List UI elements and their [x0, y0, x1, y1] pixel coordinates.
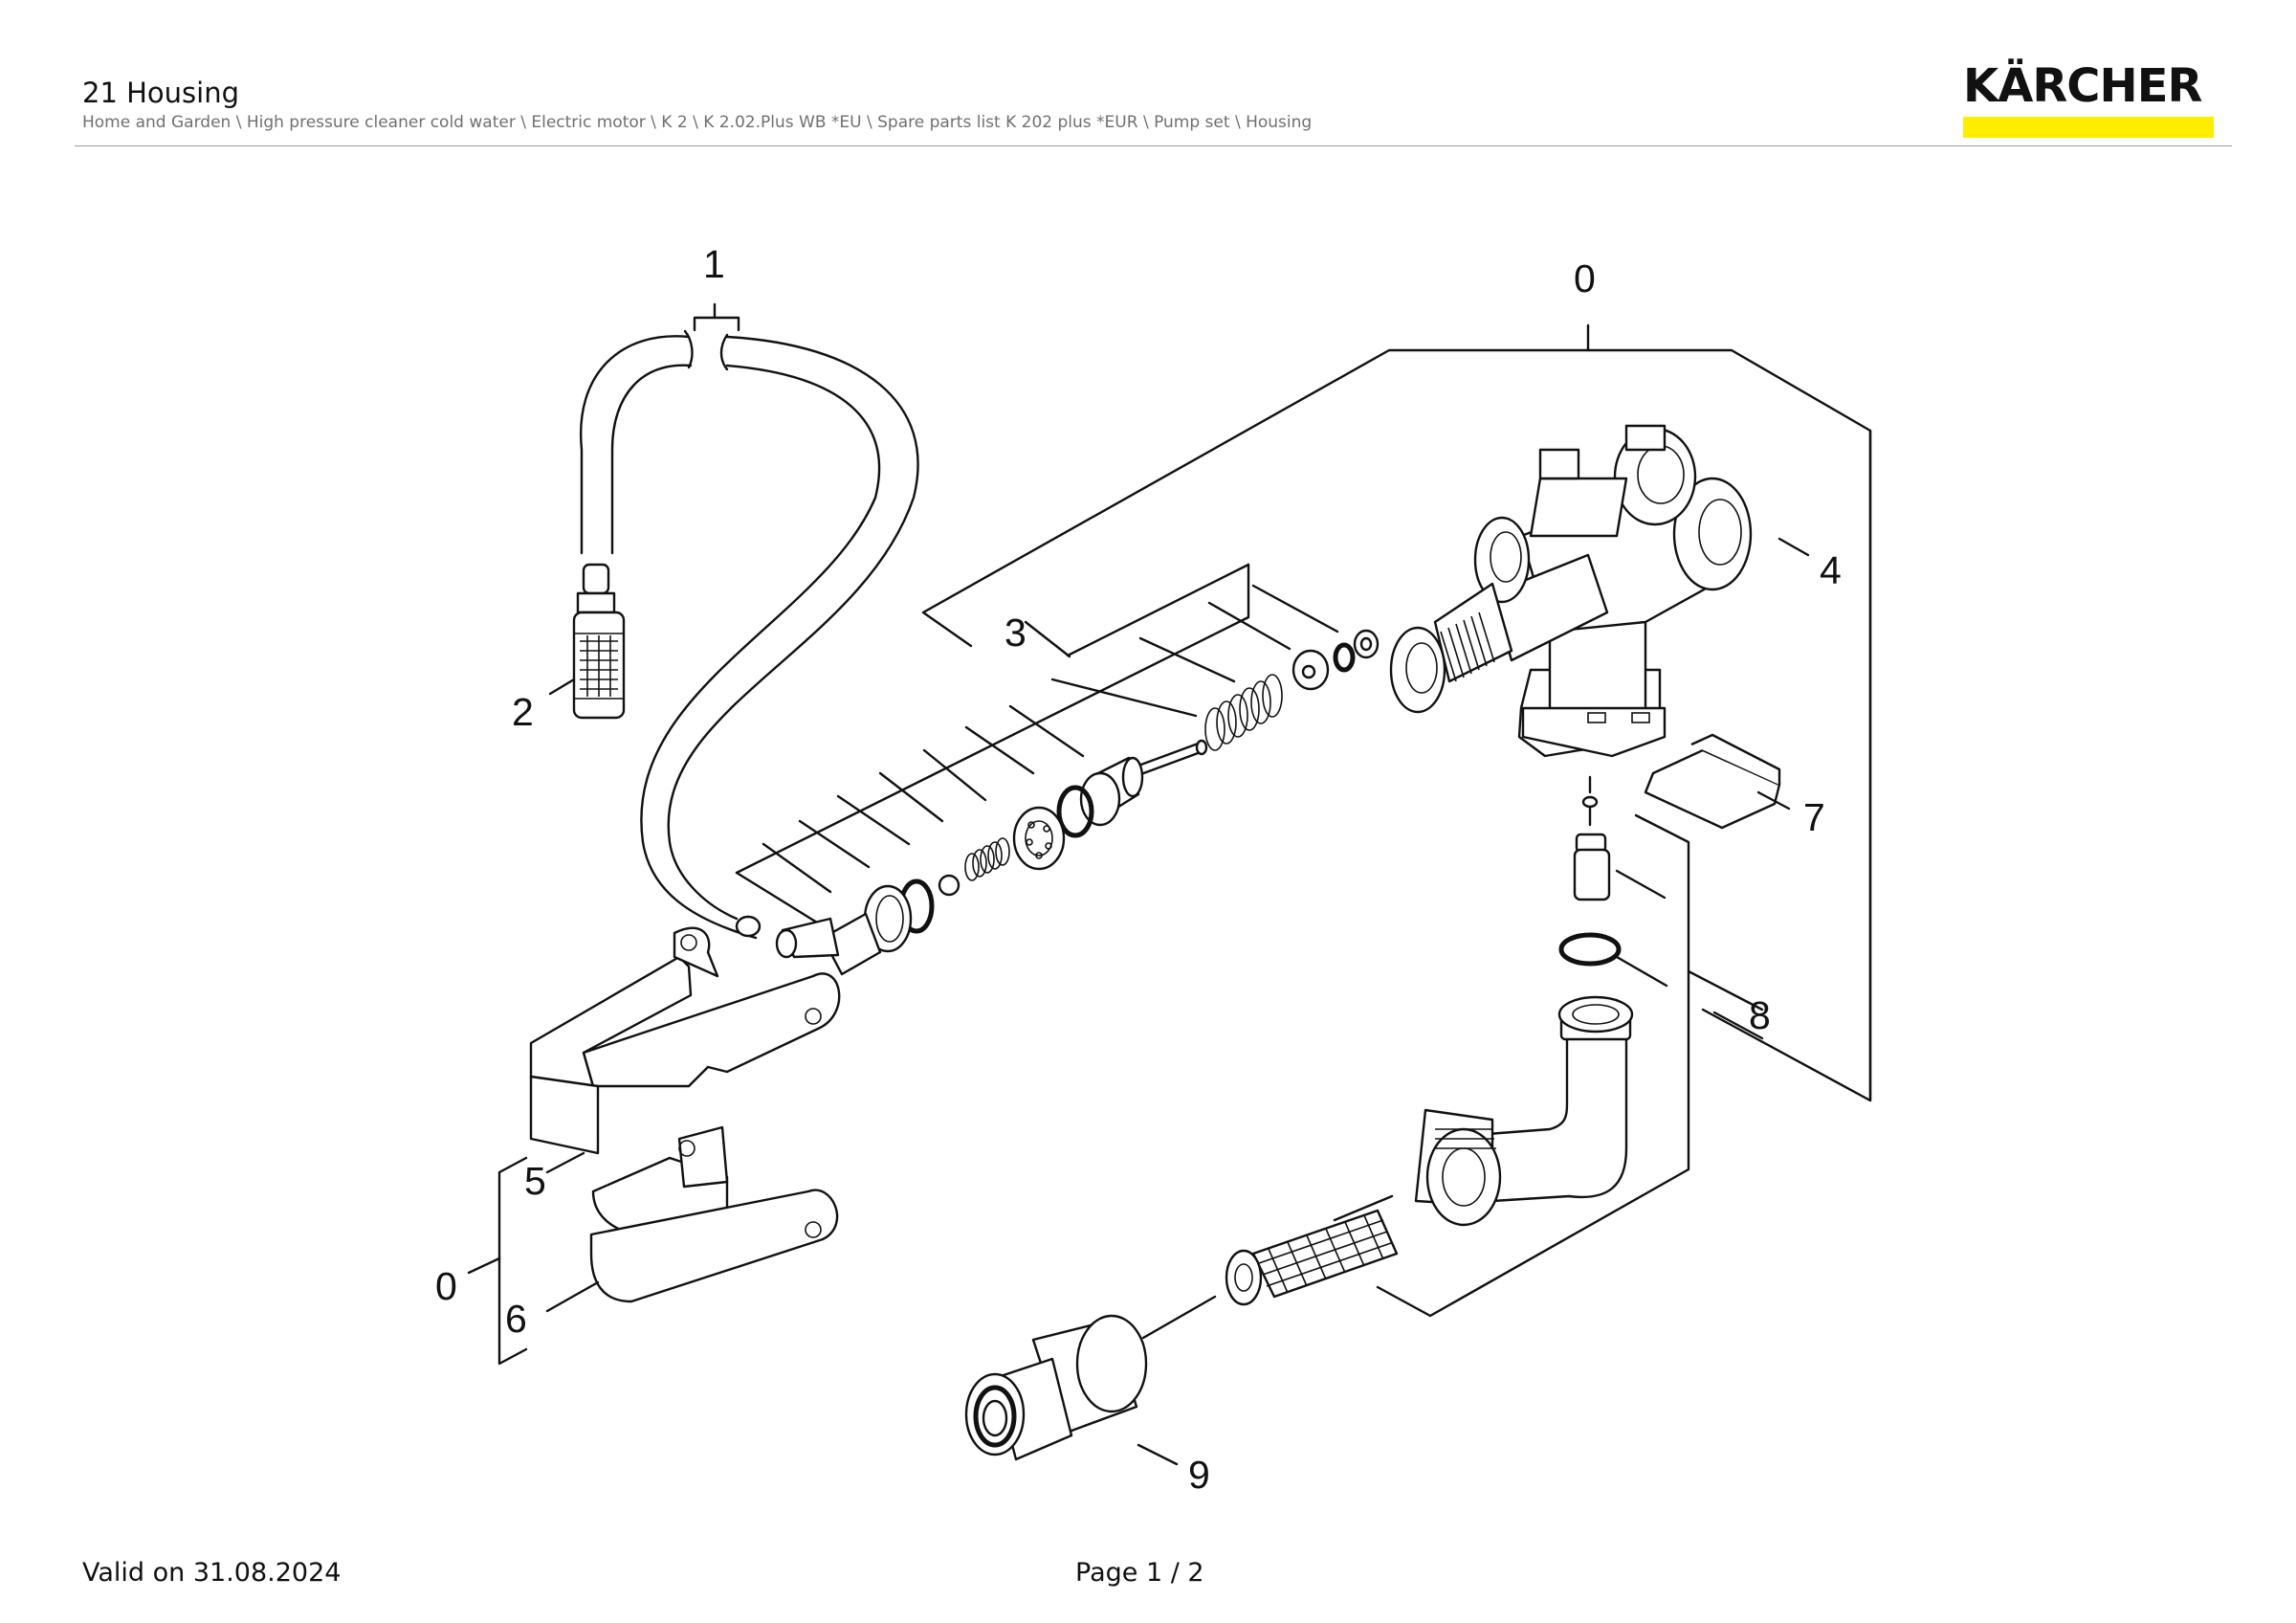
page-title: 21 Housing: [82, 77, 240, 109]
valve-body-small: [775, 884, 913, 976]
mounting-bracket-part-5: [529, 926, 841, 1174]
piston: [1079, 739, 1208, 827]
page-number: Page 1 / 2: [1075, 1558, 1204, 1588]
callout-0-top: 0: [1574, 256, 1596, 300]
callout-6: 6: [505, 1297, 527, 1341]
callout-5: 5: [524, 1159, 546, 1203]
callout-3: 3: [1004, 611, 1027, 655]
callout-4: 4: [1820, 548, 1842, 592]
mesh-filter: [1225, 1194, 1399, 1306]
callout-0-left: 0: [435, 1264, 457, 1308]
pump-set-bracket: [921, 323, 1872, 1102]
nozzle-bracket: [1376, 775, 1764, 1318]
hose-part-1: [579, 302, 919, 940]
callout-1: 1: [703, 242, 725, 286]
spring-small: [964, 837, 1010, 881]
header-divider: [75, 145, 2232, 146]
mounting-bracket-part-6: [545, 1125, 839, 1313]
pump-housing-part-4: [1389, 424, 1810, 758]
breadcrumb: Home and Garden \ High pressure cleaner …: [82, 113, 1313, 132]
logo-accent-bar: [1963, 117, 2214, 138]
valve-components: [775, 629, 1380, 976]
callout-labels: 1 0 2 3 4 5 0 6 7 8 9: [435, 242, 1842, 1497]
filter-disc: [1012, 806, 1066, 871]
callout-2: 2: [512, 690, 534, 734]
callout-9: 9: [1188, 1453, 1210, 1497]
callout-7: 7: [1803, 795, 1825, 839]
clip-part-7: [1644, 733, 1791, 830]
inlet-filter-part-2: [548, 563, 626, 720]
hose-coupling-part-9: [964, 1295, 1217, 1466]
karcher-logo: KÄRCHER: [1963, 61, 2214, 138]
bracket-group-bracket: [467, 1156, 528, 1366]
spring-large: [1204, 674, 1283, 751]
logo-wordmark: KÄRCHER: [1963, 59, 2202, 113]
callout-8: 8: [1749, 993, 1771, 1037]
valid-date: Valid on 31.08.2024: [82, 1558, 342, 1588]
elbow-connector: [1414, 995, 1634, 1227]
